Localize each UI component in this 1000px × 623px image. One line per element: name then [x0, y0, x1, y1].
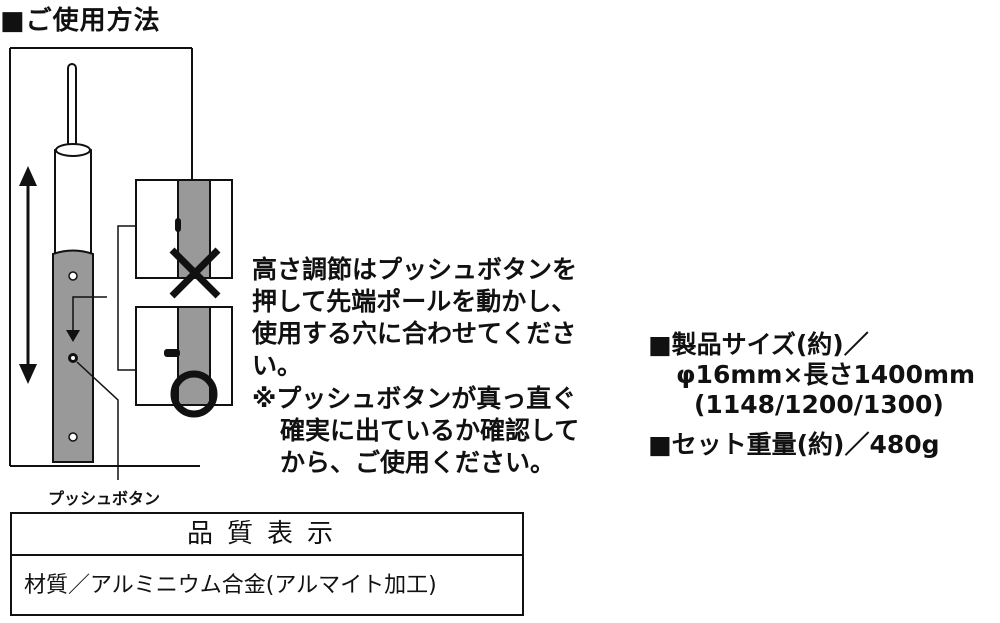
usage-description: 高さ調節はプッシュボタンを 押して先端ポールを動かし、 使用する穴に合わせてくだ…	[252, 254, 577, 382]
description-line: い。	[252, 351, 303, 380]
detail-incorrect	[135, 179, 233, 299]
note-line: 確実に出ているか確認して	[280, 416, 580, 445]
material-text: 材質／アルミニウム合金(アルマイト加工)	[24, 573, 437, 598]
callout-leader	[76, 361, 119, 480]
tip-rod	[67, 63, 77, 149]
pole-hole	[68, 271, 78, 281]
description-line: 使用する穴に合わせてくださ	[252, 319, 577, 348]
section-heading: ■ご使用方法	[0, 6, 161, 36]
correct-mark	[170, 370, 218, 418]
product-spec: ■製品サイズ(約)／ φ16mm×長さ1400mm (1148/1200/130…	[648, 330, 975, 460]
description-line: 高さ調節はプッシュボタンを	[252, 255, 578, 284]
detail-correct	[135, 306, 233, 418]
detail-bracket	[117, 225, 137, 371]
quality-label-box: 品質表示 材質／アルミニウム合金(アルマイト加工)	[10, 512, 524, 616]
height-adjust-arrow	[19, 166, 37, 384]
size-value: φ16mm×長さ1400mm	[676, 360, 976, 389]
pole-hole	[68, 432, 78, 442]
push-button-label: プッシュボタン	[48, 489, 161, 508]
description-line: 押して先端ポールを動かし、	[252, 287, 577, 316]
inner-pole	[54, 144, 92, 257]
weight-spec: ■セット重量(約)／480g	[648, 430, 940, 459]
size-label: ■製品サイズ(約)／	[648, 330, 869, 359]
note-line: ※プッシュボタンが真っ直ぐ	[252, 384, 577, 413]
note-line: から、ご使用ください。	[280, 448, 556, 477]
insert-arrow	[72, 296, 107, 332]
size-variants: (1148/1200/1300)	[694, 390, 944, 419]
quality-title: 品質表示	[12, 514, 522, 556]
caution-note: ※プッシュボタンが真っ直ぐ 確実に出ているか確認して から、ご使用ください。	[252, 383, 579, 479]
usage-illustration	[9, 47, 233, 480]
